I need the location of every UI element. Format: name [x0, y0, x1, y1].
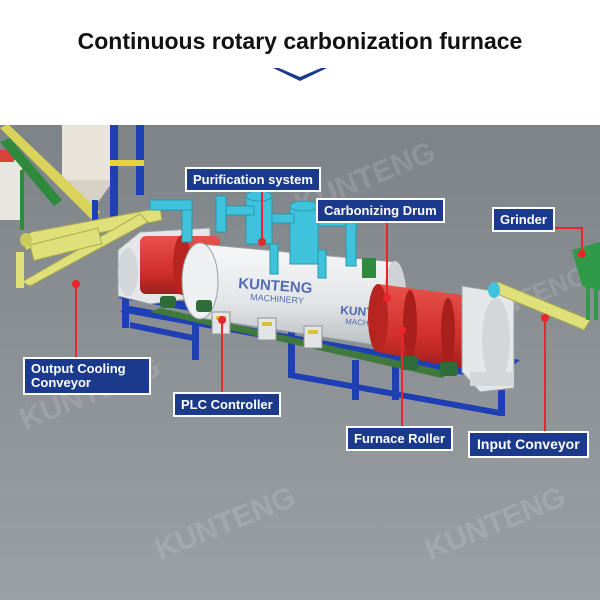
svg-text:MACHINERY: MACHINERY — [250, 292, 304, 306]
header: Continuous rotary carbonization furnace — [0, 0, 600, 125]
leader-dots — [72, 238, 586, 334]
motor — [362, 258, 376, 278]
label-purification-system: Purification system — [185, 167, 321, 192]
label-grinder: Grinder — [492, 207, 555, 232]
label-furnace-roller: Furnace Roller — [346, 426, 454, 451]
leader-lines — [75, 190, 583, 432]
furnace-rollers — [160, 296, 458, 376]
page-title: Continuous rotary carbonization furnace — [77, 28, 523, 54]
chevron-down-icon — [273, 68, 327, 81]
label-plc-controller: PLC Controller — [173, 392, 281, 417]
label-carbonizing-drum: Carbonizing Drum — [316, 198, 445, 223]
label-output-cooling-conveyor: Output Cooling Conveyor — [23, 357, 151, 395]
label-input-conveyor: Input Conveyor — [468, 431, 589, 458]
svg-text:KUNTENG: KUNTENG — [238, 275, 313, 297]
plc-controllers — [211, 311, 323, 349]
silo — [62, 125, 114, 180]
